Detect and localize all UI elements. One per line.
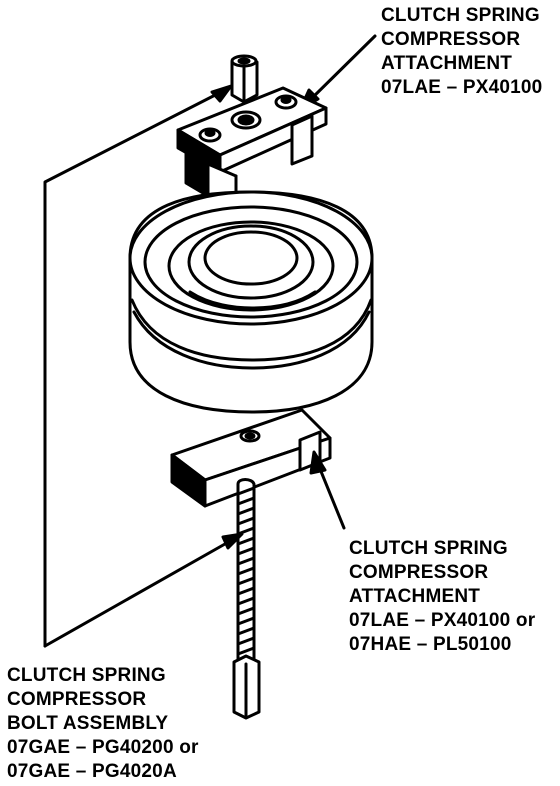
- label-top-line1: CLUTCH SPRING: [381, 5, 540, 26]
- label-mid-line2: COMPRESSOR: [349, 562, 489, 583]
- label-top-line4: 07LAE – PX40100: [381, 77, 543, 98]
- clutch-pulley: [128, 190, 374, 414]
- label-bolt-assembly: CLUTCH SPRING COMPRESSOR BOLT ASSEMBLY 0…: [7, 664, 199, 784]
- label-mid-line1: CLUTCH SPRING: [349, 538, 508, 559]
- leader-line-middle: [309, 450, 346, 530]
- top-attachment: [176, 54, 328, 212]
- label-bottom-line2: COMPRESSOR: [7, 689, 147, 710]
- leader-line-bracket: [43, 84, 233, 648]
- bolt-assembly: [232, 478, 261, 720]
- label-top-attachment: CLUTCH SPRING COMPRESSOR ATTACHMENT 07LA…: [381, 4, 542, 100]
- label-bottom-attachment: CLUTCH SPRING COMPRESSOR ATTACHMENT 07LA…: [349, 537, 535, 657]
- label-mid-line5: 07HAE – PL50100: [349, 634, 512, 655]
- label-mid-line4: 07LAE – PX40100 or: [349, 610, 536, 631]
- label-bottom-line1: CLUTCH SPRING: [7, 665, 166, 686]
- label-mid-line3: ATTACHMENT: [349, 586, 481, 607]
- bottom-attachment: [170, 408, 332, 508]
- leader-line-bottom: [43, 532, 244, 648]
- label-bottom-line3: BOLT ASSEMBLY: [7, 713, 169, 734]
- label-top-line3: ATTACHMENT: [381, 53, 513, 74]
- leader-line-top: [298, 34, 377, 112]
- label-top-line2: COMPRESSOR: [381, 29, 521, 50]
- label-bottom-line4: 07GAE – PG40200 or: [7, 737, 199, 758]
- label-bottom-line5: 07GAE – PG4020A: [7, 761, 177, 782]
